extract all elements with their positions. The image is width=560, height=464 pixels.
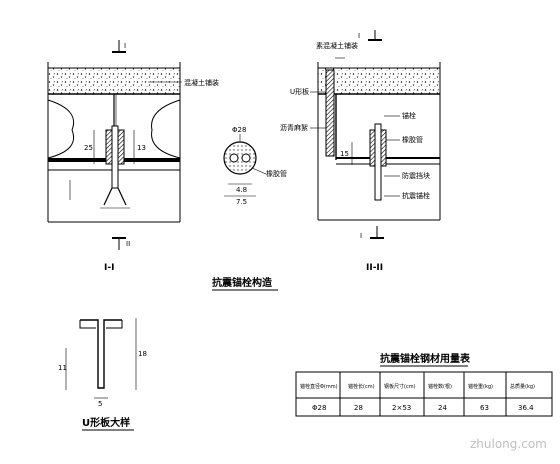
- table-header-count: 锚栓数(根): [428, 383, 452, 390]
- section-I-I: I 25 13 混凝土铺装: [47, 40, 219, 273]
- table-cell: 2×53: [392, 404, 411, 412]
- table-cell: 63: [480, 404, 489, 412]
- label-u-plate: U形板: [290, 87, 309, 96]
- u-plate-title: U形板大样: [82, 416, 130, 429]
- table-cell: Φ28: [312, 404, 326, 412]
- table-header-total: 总质量(kg): [510, 383, 535, 390]
- u-plate-dim-height: 18: [138, 350, 147, 358]
- table-header-diameter: 锚栓直径Φ(mm): [300, 383, 338, 390]
- section-mark-bottom-right: I: [360, 226, 384, 240]
- section-mark-top-right: I: [358, 30, 382, 41]
- table-header-plate-size: 钢板尺寸(cm): [384, 383, 416, 390]
- dim-left-2: 13: [137, 144, 146, 152]
- detail-rubber-tube-label: 橡胶管: [266, 169, 287, 178]
- anchor-bolt-right: [374, 123, 382, 201]
- table-cell: 28: [354, 404, 363, 412]
- detail-diameter-label: Φ28: [232, 126, 246, 134]
- rubber-tube-detail: Φ28 橡胶管 4.8 7.5: [223, 126, 287, 206]
- section-title-II-II: II-II: [366, 263, 383, 273]
- section-mark-I-label: I: [124, 42, 126, 50]
- steel-quantity-table: 抗震锚栓钢材用量表 锚栓直径Φ(mm) 锚栓长(cm) 钢板尺寸(cm) 锚栓数…: [295, 352, 553, 417]
- dim-right-1: 15: [340, 150, 349, 158]
- dim-left-1: 25: [84, 144, 93, 152]
- label-anchor: 锚栓: [402, 111, 416, 120]
- label-rubber-tube: 橡胶管: [402, 135, 423, 144]
- concrete-paving-layer: [47, 67, 181, 95]
- label-concrete-paving: 混凝土铺装: [184, 78, 219, 87]
- anchor-bolt-left: [111, 125, 119, 189]
- detail-dim-outer: 7.5: [236, 198, 247, 206]
- main-title: 抗震锚栓构造: [212, 276, 273, 289]
- section-mark-I-right-label: I: [358, 32, 360, 40]
- section-mark-bottom: II: [112, 237, 130, 250]
- u-plate-dim-lower: 11: [58, 364, 67, 372]
- label-plain-concrete-paving: 素混凝土铺装: [316, 41, 358, 50]
- section-mark-I-bottom-right-label: I: [360, 232, 362, 240]
- label-anti-seismic-anchor: 抗震锚栓: [402, 191, 430, 200]
- watermark: zhulong.com: [470, 437, 547, 451]
- u-plate-dim-width: 5: [98, 400, 102, 408]
- detail-dim-inner: 4.8: [236, 186, 247, 194]
- section-II-II: I 15 素混凝土铺装 U形板 沥青麻絮 橡胶管 锚栓 防震挡块 抗震锚栓: [280, 30, 441, 273]
- section-mark-top: I: [112, 40, 126, 53]
- section-mark-II-label: II: [126, 240, 130, 248]
- label-seismic-block: 防震挡块: [402, 171, 430, 180]
- concrete-paving-right: [317, 67, 441, 95]
- section-title-I-I: I-I: [104, 263, 114, 273]
- table-header-weight: 锚栓重(kg): [468, 383, 493, 390]
- label-asphalt-jute: 沥青麻絮: [280, 123, 308, 132]
- u-plate-section: [325, 69, 335, 157]
- u-plate-detail: 18 11 5 U形板大样: [58, 318, 147, 431]
- table-cell: 24: [438, 404, 447, 412]
- table-title: 抗震锚栓钢材用量表: [380, 352, 471, 365]
- table-header-length: 锚栓长(cm): [348, 383, 375, 390]
- table-cell: 36.4: [518, 404, 534, 412]
